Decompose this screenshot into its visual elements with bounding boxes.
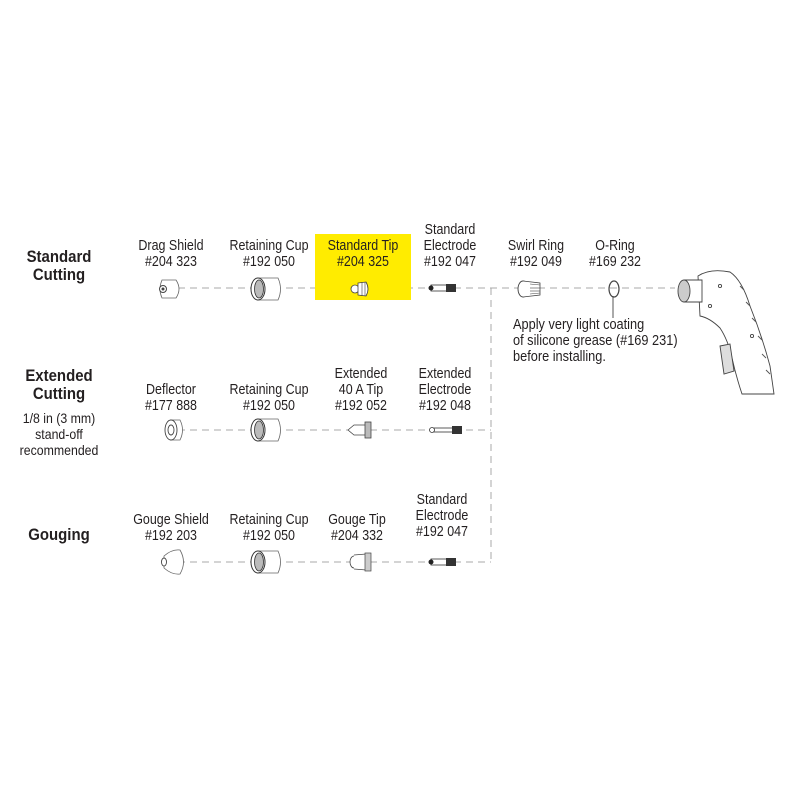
title-line: Gouging — [28, 525, 90, 544]
label-extended-tip: Extended 40 A Tip #192 052 — [334, 366, 388, 414]
title-line: Cutting — [32, 384, 86, 403]
drag-shield-icon — [159, 279, 180, 299]
gouge-tip-icon — [349, 552, 372, 572]
gouge-shield-icon — [161, 549, 184, 575]
label-swirl-ring: Swirl Ring #192 049 — [507, 238, 565, 270]
label-retaining-cup: Retaining Cup #192 050 — [229, 238, 309, 270]
label-gouge-tip: Gouge Tip #204 332 — [328, 512, 386, 544]
torch-icon — [677, 270, 775, 395]
o-ring-icon — [608, 280, 620, 298]
silicone-grease-note: Apply very light coating of silicone gre… — [513, 317, 678, 365]
extended-tip-icon — [347, 421, 372, 439]
stand-off-note: 1/8 in (3 mm) stand-off recommended — [19, 410, 99, 458]
electrode-icon — [428, 284, 456, 292]
section-title-extended-cutting: Extended Cutting — [19, 367, 98, 403]
retaining-cup-icon — [250, 418, 281, 442]
section-title-standard-cutting: Standard Cutting — [19, 248, 98, 284]
electrode-icon — [429, 426, 462, 434]
label-drag-shield: Drag Shield #204 323 — [138, 238, 204, 270]
section-title-gouging: Gouging — [19, 526, 98, 544]
label-standard-tip[interactable]: Standard Tip #204 325 — [327, 238, 399, 270]
label-o-ring: O-Ring #169 232 — [588, 238, 642, 270]
label-retaining-cup-ext: Retaining Cup #192 050 — [229, 382, 309, 414]
retaining-cup-icon — [250, 550, 281, 574]
swirl-ring-icon — [517, 280, 541, 298]
standard-tip-icon — [350, 281, 369, 297]
title-line: Standard — [26, 247, 92, 266]
label-retaining-cup-goug: Retaining Cup #192 050 — [229, 512, 309, 544]
label-extended-electrode: Extended Electrode #192 048 — [418, 366, 472, 414]
label-standard-electrode: Standard Electrode #192 047 — [423, 222, 477, 270]
retaining-cup-icon — [250, 277, 281, 301]
title-line: Extended — [25, 366, 93, 385]
label-gouge-shield: Gouge Shield #192 203 — [133, 512, 209, 544]
label-standard-electrode-goug: Standard Electrode #192 047 — [415, 492, 469, 540]
deflector-icon — [164, 419, 183, 441]
title-line: Cutting — [32, 265, 86, 284]
electrode-icon — [428, 558, 456, 566]
label-deflector: Deflector #177 888 — [144, 382, 198, 414]
